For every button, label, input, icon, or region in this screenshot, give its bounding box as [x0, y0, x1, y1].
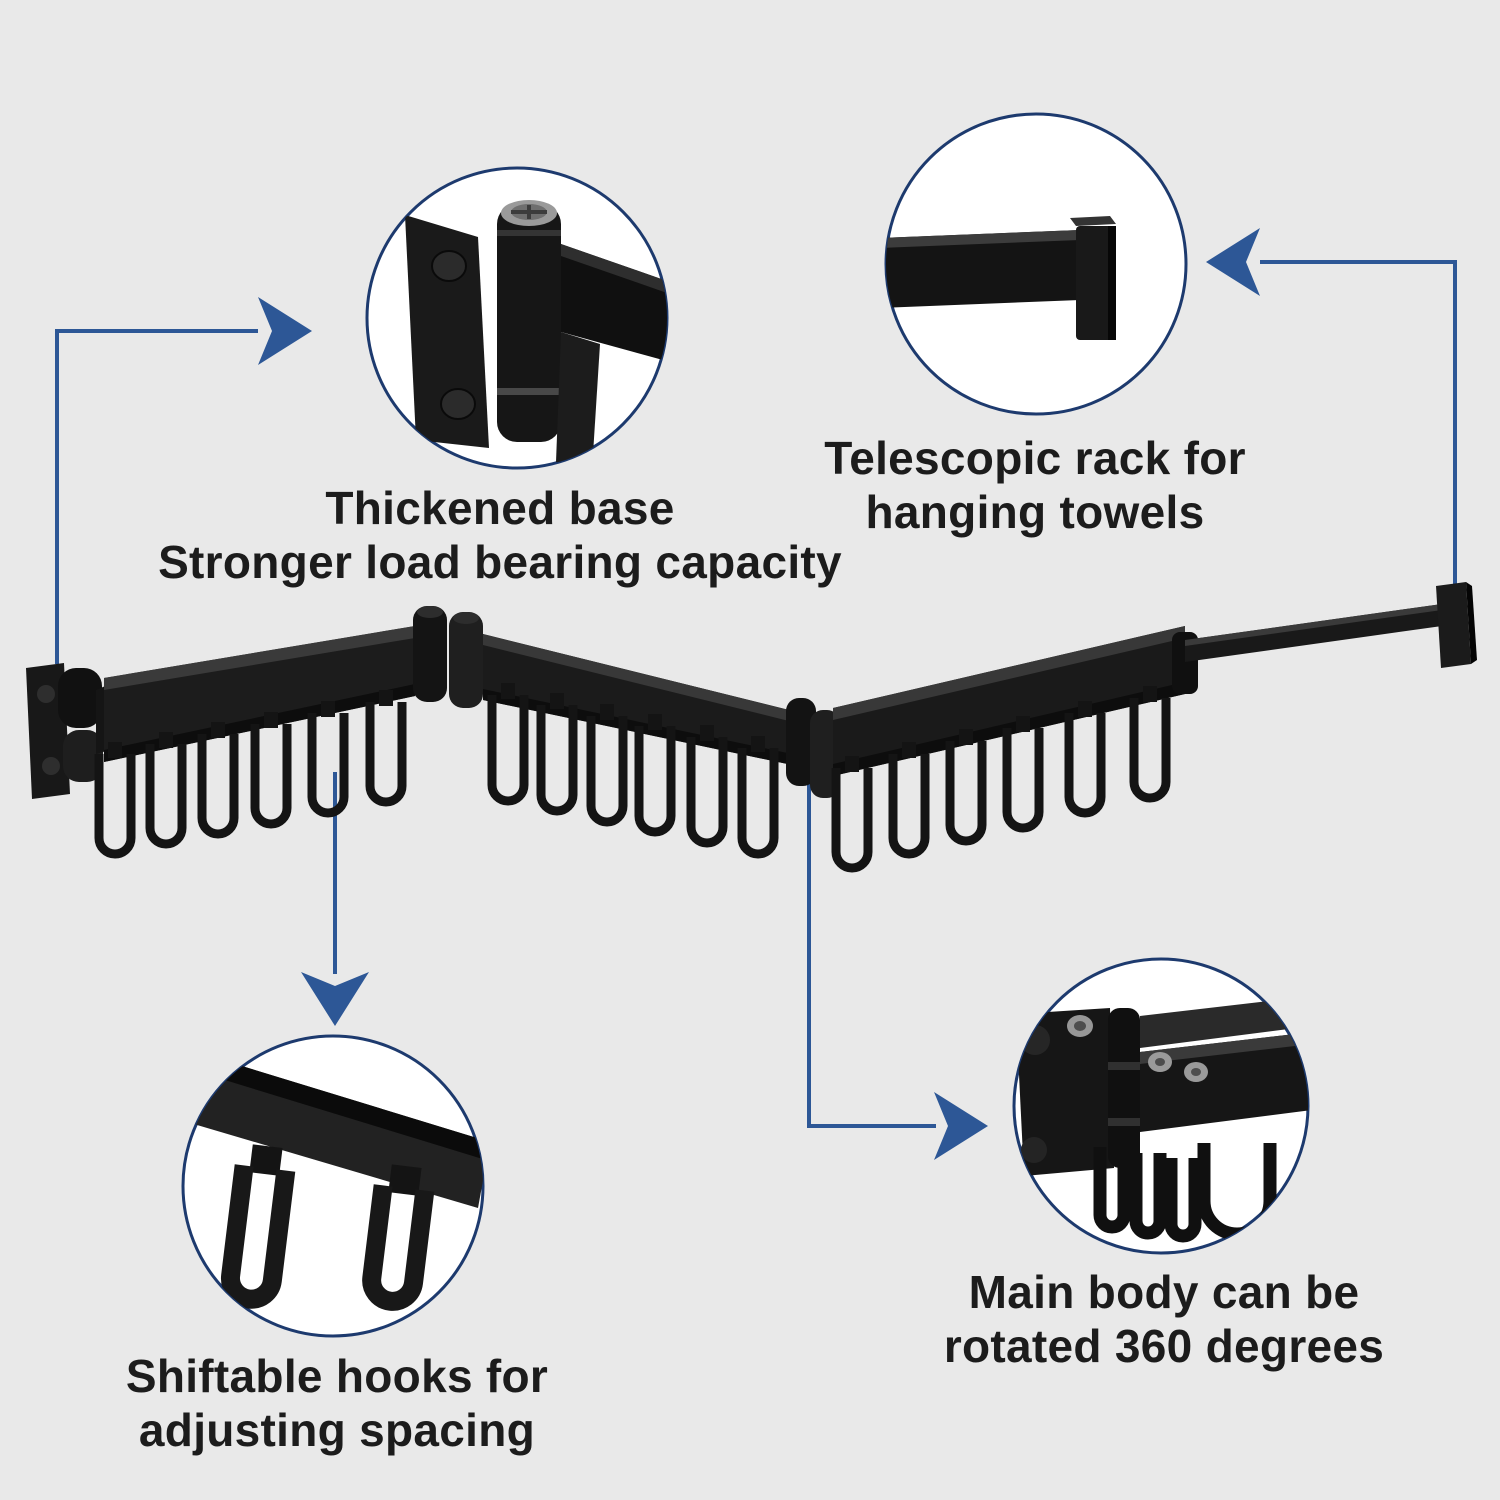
- arrow-down-icon: [301, 972, 369, 1026]
- callout-line: rotated 360 degrees: [943, 1319, 1385, 1372]
- hook: [1129, 1153, 1167, 1240]
- hook: [197, 722, 239, 839]
- hook: [250, 712, 292, 829]
- callout-line: Main body can be: [968, 1266, 1360, 1318]
- fold-hinge-left: [413, 606, 483, 708]
- hook: [634, 714, 676, 837]
- rack-hooks-right: [831, 686, 1171, 873]
- connector-line-thickened-base: [55, 329, 258, 664]
- hook: [1164, 1158, 1202, 1243]
- hook: [487, 683, 529, 806]
- hook: [536, 693, 578, 816]
- hook: [737, 736, 779, 859]
- telescopic-rod: [1172, 582, 1477, 694]
- hook: [365, 690, 407, 807]
- callout-circle-telescopic: [884, 112, 1188, 416]
- connector-line-rotate: [807, 770, 936, 1128]
- rack-hooks-middle: [487, 683, 779, 859]
- callout-line: Shiftable hooks for: [125, 1350, 549, 1402]
- callout-circle-rotate: [1012, 957, 1310, 1255]
- hook: [1002, 716, 1044, 833]
- hook: [145, 732, 187, 849]
- hook: [686, 725, 728, 848]
- callout-text-rotatable-body: Main body can be rotated 360 degrees: [944, 1266, 1384, 1374]
- hook: [888, 742, 930, 859]
- callout-line: Telescopic rack for: [824, 432, 1246, 484]
- hook: [307, 701, 349, 818]
- hook: [831, 756, 873, 873]
- folding-rack: [26, 582, 1477, 873]
- hook: [362, 1164, 435, 1311]
- hook: [586, 704, 628, 827]
- bar-end-closeup: [886, 216, 1116, 340]
- callout-text-thickened-base: Thickened base Stronger load bearing cap…: [158, 482, 842, 590]
- hook: [94, 742, 136, 859]
- hook: [945, 729, 987, 846]
- arrow-left-icon: [1206, 228, 1260, 296]
- connector-line-telescopic: [1260, 260, 1457, 600]
- callout-line: Stronger load bearing capacity: [158, 535, 842, 588]
- wall-mount-plate: [26, 663, 110, 799]
- arrow-right-icon: [934, 1092, 988, 1160]
- fold-hinge-vertex: [786, 698, 840, 798]
- arrow-right-icon: [258, 297, 312, 365]
- hooks-closeup: [183, 1048, 483, 1311]
- hinge-closeup: [405, 200, 667, 468]
- callout-circle-hooks: [181, 1034, 485, 1338]
- hook: [1129, 686, 1171, 803]
- connector-lines: [55, 228, 1457, 1160]
- callout-circle-thickened-base: [365, 166, 669, 470]
- callout-text-telescopic: Telescopic rack for hanging towels: [824, 432, 1246, 540]
- callout-text-shiftable-hooks: Shiftable hooks for adjusting spacing: [126, 1350, 548, 1458]
- callout-line: Thickened base: [325, 482, 675, 534]
- callout-line: adjusting spacing: [138, 1403, 536, 1456]
- rack-arm-left: [104, 626, 415, 762]
- hook: [1064, 701, 1106, 818]
- callout-line: hanging towels: [865, 485, 1205, 538]
- hook: [1093, 1147, 1131, 1234]
- hook: [221, 1144, 296, 1309]
- rack-hooks-left: [94, 690, 407, 859]
